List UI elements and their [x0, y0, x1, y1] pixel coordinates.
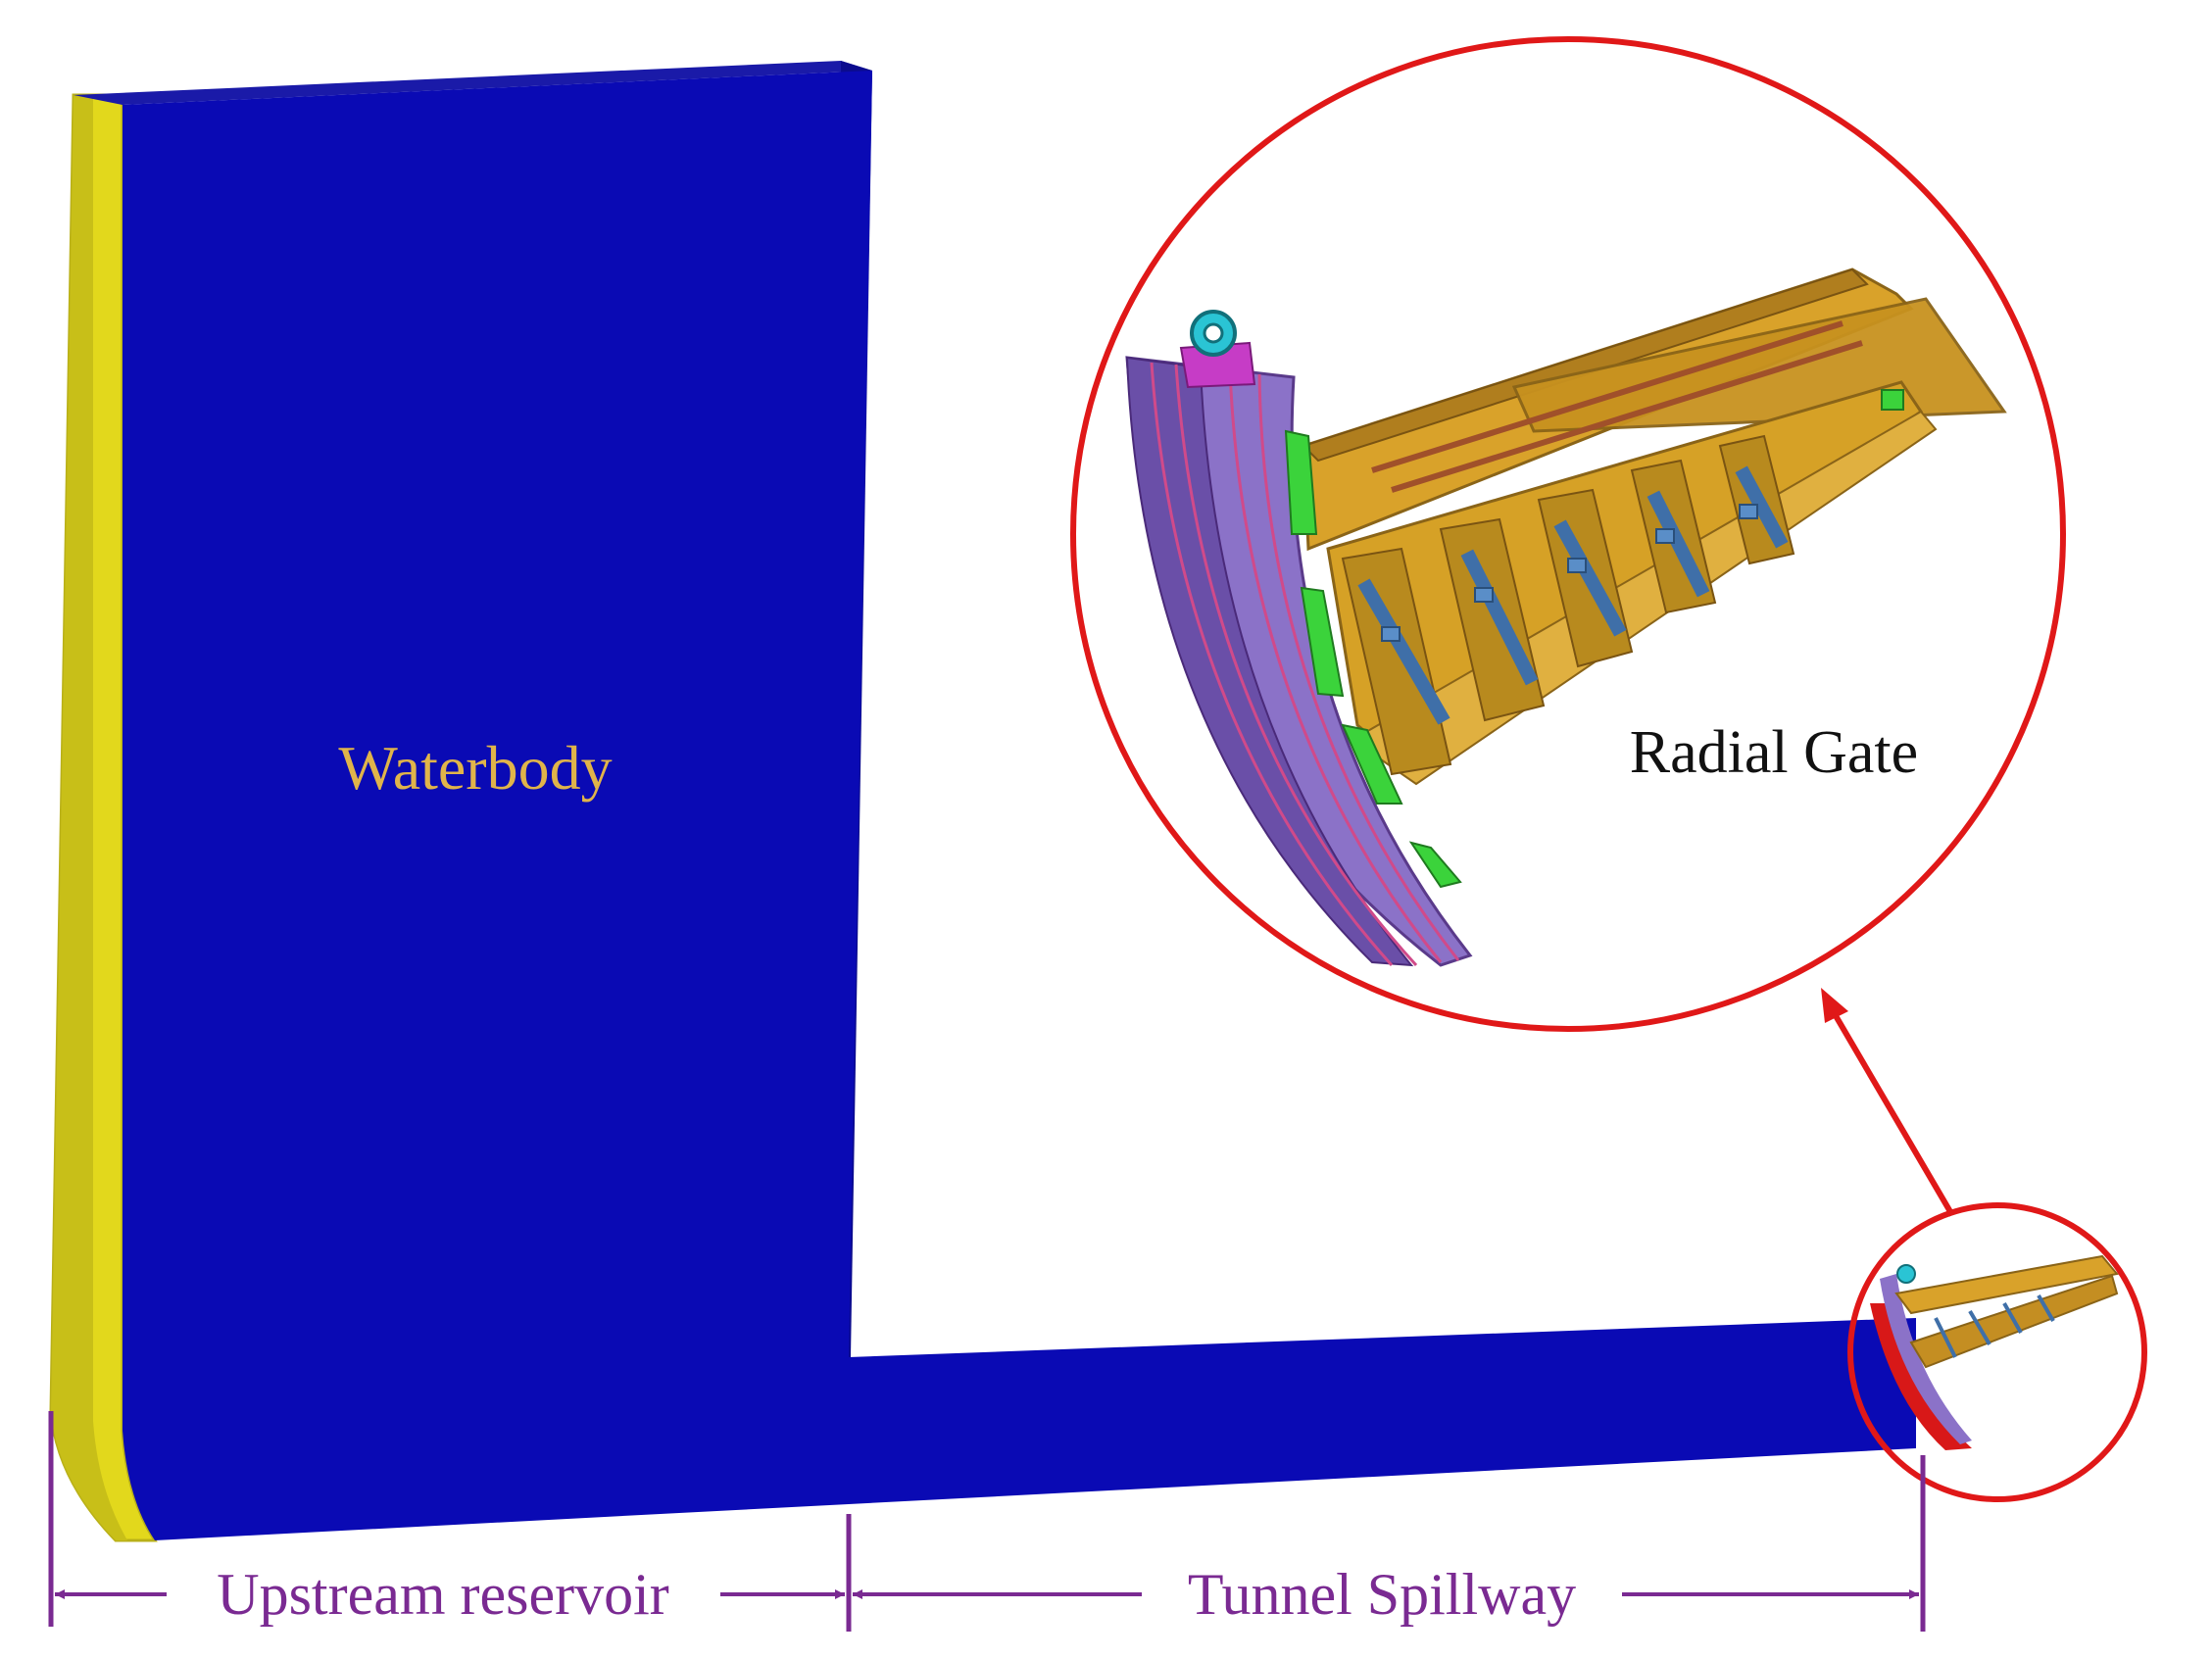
reservoir-top-face: [74, 61, 872, 105]
vertical-stiffeners: [1284, 429, 1462, 889]
small-gate-hinge: [1896, 1264, 1916, 1284]
radial-gate-label: Radial Gate: [1630, 719, 1918, 786]
callout-arrow: [1821, 988, 1955, 1217]
upstream-reservoir-label: Upstream reservoir: [217, 1562, 669, 1627]
radial-gate-zoom: [1125, 268, 2007, 967]
dimension-lines: [48, 1411, 1926, 1632]
tunnel-spillway-label: Tunnel Spillway: [1188, 1562, 1576, 1627]
waterbody-label: Waterbody: [338, 733, 612, 803]
water-body: [123, 71, 1916, 1540]
upper-arm-flange: [1302, 268, 1869, 463]
small-gate-bracing: [1934, 1294, 2055, 1358]
lattice-bracing: [1341, 320, 1863, 776]
arm-end-block: [1881, 389, 1904, 411]
small-radial-gate: [1870, 1254, 2119, 1450]
small-gate-skin-plate: [1880, 1274, 1972, 1444]
small-gate-arm-upper: [1894, 1254, 2119, 1315]
upstream-boundary-wall-shade: [51, 95, 127, 1540]
gate-callout-circle-small: [1847, 1202, 2147, 1502]
skin-plate-ribs: [1150, 362, 1460, 967]
waterbody-domain: [49, 61, 1916, 1542]
hinge-pin: [1203, 322, 1224, 344]
